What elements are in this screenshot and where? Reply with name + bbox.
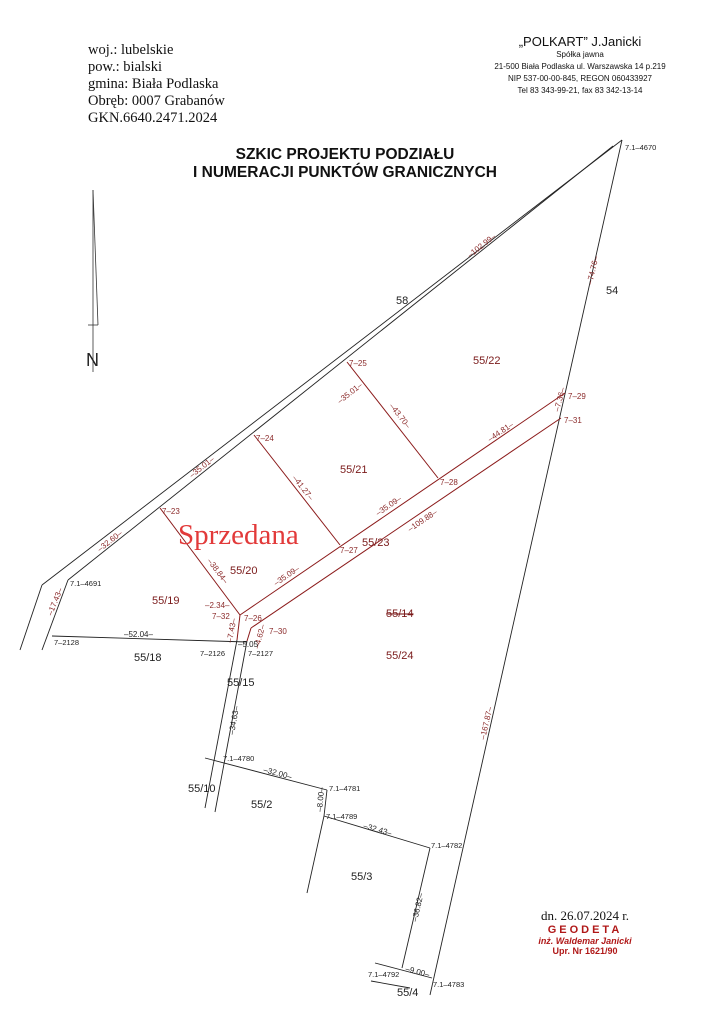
parcel-label: 55/10: [188, 783, 216, 795]
company-ids: NIP 537-00-00-845, REGON 060433927: [508, 74, 652, 83]
parcel-label-removed: 55/14: [386, 608, 414, 620]
location-info: woj.: lubelskie pow.: bialski gmina: Bia…: [88, 42, 225, 127]
company-name: „POLKART” J.Janicki: [518, 34, 642, 49]
dimension-label: –2.34–: [205, 601, 230, 610]
point-label: 7–23: [162, 507, 180, 516]
dimension-label: –74.76–: [585, 255, 600, 286]
parcel-label: 55/23: [362, 537, 390, 549]
precinct: Obręb: 0007 Grabanów: [88, 93, 225, 109]
point-label: 7–25: [349, 359, 367, 368]
dimension-label: –8.00–: [315, 786, 326, 812]
company-info: „POLKART” J.Janicki Spółka jawna 21-500 …: [470, 34, 690, 97]
existing-boundaries: [19, 139, 623, 996]
dimension-label: –36.82–: [410, 892, 425, 923]
dimension-label: –9.00–: [404, 964, 430, 979]
parcel-label: 55/19: [152, 595, 180, 607]
surveyor-license: Upr. Nr 1621/90: [552, 946, 618, 956]
north-arrow-icon: N: [86, 189, 99, 372]
company-address: 21-500 Biała Podlaska ul. Warszawska 14 …: [494, 62, 666, 71]
point-label: 7–29: [568, 392, 586, 401]
point-label: 7.1–4780: [223, 754, 254, 763]
point-label: 7–26: [244, 614, 262, 623]
dimension-label: –38.84–: [205, 557, 230, 586]
dimension-label: –7.36–: [552, 386, 567, 412]
dimension-label: –34.63–: [227, 705, 241, 736]
parcel-labels: 58 54 55/22 55/21 55/20 55/23 55/19 55/1…: [134, 285, 618, 999]
point-label: 7.1–4782: [431, 841, 462, 850]
point-label: 7–32: [212, 612, 230, 621]
parcel-label: 54: [606, 285, 618, 297]
dimension-label: –35.01–: [336, 380, 365, 405]
company-phone: Tel 83 343-99-21, fax 83 342-13-14: [517, 86, 643, 95]
voivodeship: woj.: lubelskie: [88, 42, 174, 58]
parcel-label: 55/4: [397, 987, 418, 999]
point-labels: 7.1–4670 7.1–4691 7–23 7–24 7–25 7–26 7–…: [54, 143, 656, 989]
county: pow.: bialski: [88, 59, 162, 75]
document-date: dn. 26.07.2024 r.: [540, 908, 630, 923]
point-label: 7.1–4783: [433, 980, 464, 989]
parcel-label: 55/18: [134, 652, 162, 664]
dimension-label: –5.05: [238, 640, 259, 649]
commune: gmina: Biała Podlaska: [88, 76, 219, 92]
parcel-label: 55/3: [351, 871, 372, 883]
company-type: Spółka jawna: [556, 50, 604, 59]
surveyor-name: inż. Waldemar Janicki: [538, 936, 632, 946]
dimension-label: –32.43–: [362, 821, 393, 838]
parcel-label: 55/20: [230, 565, 258, 577]
parcel-label: 55/22: [473, 355, 501, 367]
page-title: SZKIC PROJEKTU PODZIAŁU I NUMERACJI PUNK…: [150, 146, 540, 182]
title-line-1: SZKIC PROJEKTU PODZIAŁU: [235, 146, 455, 163]
dimension-label: –43.70–: [387, 402, 412, 431]
dimension-label: –102.99–: [466, 232, 498, 260]
point-label: 7–2126: [200, 649, 225, 658]
north-label: N: [86, 350, 99, 370]
case-number: GKN.6640.2471.2024: [88, 110, 218, 126]
dimension-label: –32.00–: [262, 765, 293, 781]
parcel-label: 55/2: [251, 799, 272, 811]
surveyor-role: GEODETA: [547, 924, 623, 936]
dimension-label: –35.09–: [374, 494, 403, 518]
point-label: 7–27: [340, 546, 358, 555]
point-label: 7–2127: [248, 649, 273, 658]
point-label: 7–30: [269, 627, 287, 636]
sold-stamp: Sprzedana: [178, 519, 299, 551]
dimension-label: –44.81–: [486, 420, 515, 444]
surveyor-signature: dn. 26.07.2024 r. GEODETA inż. Waldemar …: [525, 908, 645, 956]
dimension-label: –167.87–: [478, 705, 494, 740]
point-label: 7.1–4670: [625, 143, 656, 152]
point-label: 7.1–4781: [329, 784, 360, 793]
proposed-boundaries: [159, 361, 566, 642]
title-line-2: I NUMERACJI PUNKTÓW GRANICZNYCH: [193, 164, 497, 181]
dimension-label: –17.43–: [46, 586, 65, 617]
parcel-label: 55/15: [227, 677, 255, 689]
point-label: 7.1–4691: [70, 579, 101, 588]
parcel-label: 55/21: [340, 464, 368, 476]
point-label: 7.1–4789: [326, 812, 357, 821]
dimension-label: –52.04–: [124, 630, 153, 639]
parcel-label: 55/24: [386, 650, 414, 662]
point-label: 7–24: [256, 434, 274, 443]
point-label: 7–31: [564, 416, 582, 425]
parcel-label: 58: [396, 295, 408, 307]
point-label: 7–28: [440, 478, 458, 487]
dimension-label: –35.01–: [188, 454, 217, 479]
point-label: 7.1–4792: [368, 970, 399, 979]
dimension-label: –7.43–: [225, 617, 238, 643]
point-label: 7–2128: [54, 638, 79, 647]
